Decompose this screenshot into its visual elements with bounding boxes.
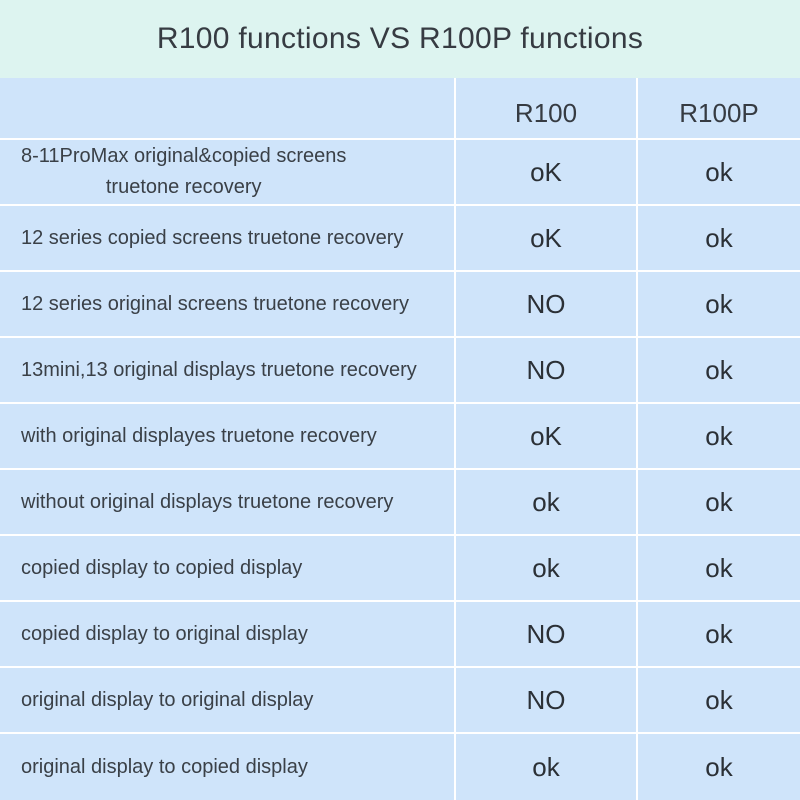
title-band: R100 functions VS R100P functions (0, 0, 800, 78)
feature-label: without original displays truetone recov… (21, 490, 394, 513)
table-row: copied display to original display NO ok (0, 602, 800, 666)
r100p-value: ok (638, 470, 800, 534)
table-row: with original displayes truetone recover… (0, 404, 800, 468)
feature-label: with original displayes truetone recover… (21, 424, 377, 447)
r100p-value: ok (638, 734, 800, 800)
r100-value: NO (456, 338, 636, 402)
r100-value: NO (456, 668, 636, 732)
feature-cell: 12 series copied screens truetone recove… (0, 206, 454, 270)
feature-cell: copied display to original display (0, 602, 454, 666)
r100p-value: ok (638, 272, 800, 336)
r100-value: oK (456, 206, 636, 270)
feature-cell: 8-11ProMax original&copied screens truet… (0, 140, 454, 204)
r100-value: ok (456, 470, 636, 534)
table-row: original display to copied display ok ok (0, 734, 800, 800)
feature-label: 12 series copied screens truetone recove… (21, 226, 404, 249)
feature-cell: 12 series original screens truetone reco… (0, 272, 454, 336)
r100-value: ok (456, 734, 636, 800)
feature-label: copied display to copied display (21, 556, 303, 579)
r100-value: NO (456, 602, 636, 666)
table-header-row: R100 R100P (0, 78, 800, 138)
table-row: original display to original display NO … (0, 668, 800, 732)
feature-label: 12 series original screens truetone reco… (21, 292, 409, 315)
page-title: R100 functions VS R100P functions (156, 22, 644, 55)
table-row: 12 series original screens truetone reco… (0, 272, 800, 336)
comparison-table: R100 R100P 8-11ProMax original&copied sc… (0, 78, 800, 800)
table-row: 13mini,13 original displays truetone rec… (0, 338, 800, 402)
r100p-value: ok (638, 206, 800, 270)
feature-label: 13mini,13 original displays truetone rec… (21, 358, 417, 381)
r100p-value: ok (638, 140, 800, 204)
r100p-value: ok (638, 668, 800, 732)
r100p-value: ok (638, 602, 800, 666)
feature-cell: copied display to copied display (0, 536, 454, 600)
r100p-value: ok (638, 338, 800, 402)
table-row: without original displays truetone recov… (0, 470, 800, 534)
r100p-value: ok (638, 404, 800, 468)
table-row: copied display to copied display ok ok (0, 536, 800, 600)
header-feature-cell (0, 78, 454, 138)
feature-label: 8-11ProMax original&copied screens truet… (21, 145, 347, 198)
feature-label: original display to copied display (21, 755, 308, 778)
table-row: 12 series copied screens truetone recove… (0, 206, 800, 270)
r100-value: NO (456, 272, 636, 336)
feature-cell: without original displays truetone recov… (0, 470, 454, 534)
feature-cell: 13mini,13 original displays truetone rec… (0, 338, 454, 402)
feature-cell: with original displayes truetone recover… (0, 404, 454, 468)
table-row: 8-11ProMax original&copied screens truet… (0, 140, 800, 204)
header-cell-r100: R100 (456, 78, 636, 138)
feature-cell: original display to original display (0, 668, 454, 732)
feature-cell: original display to copied display (0, 734, 454, 800)
feature-label: copied display to original display (21, 622, 308, 645)
r100-value: oK (456, 140, 636, 204)
r100p-value: ok (638, 536, 800, 600)
r100-value: oK (456, 404, 636, 468)
feature-label: original display to original display (21, 688, 314, 711)
r100-value: ok (456, 536, 636, 600)
header-cell-r100p: R100P (638, 78, 800, 138)
